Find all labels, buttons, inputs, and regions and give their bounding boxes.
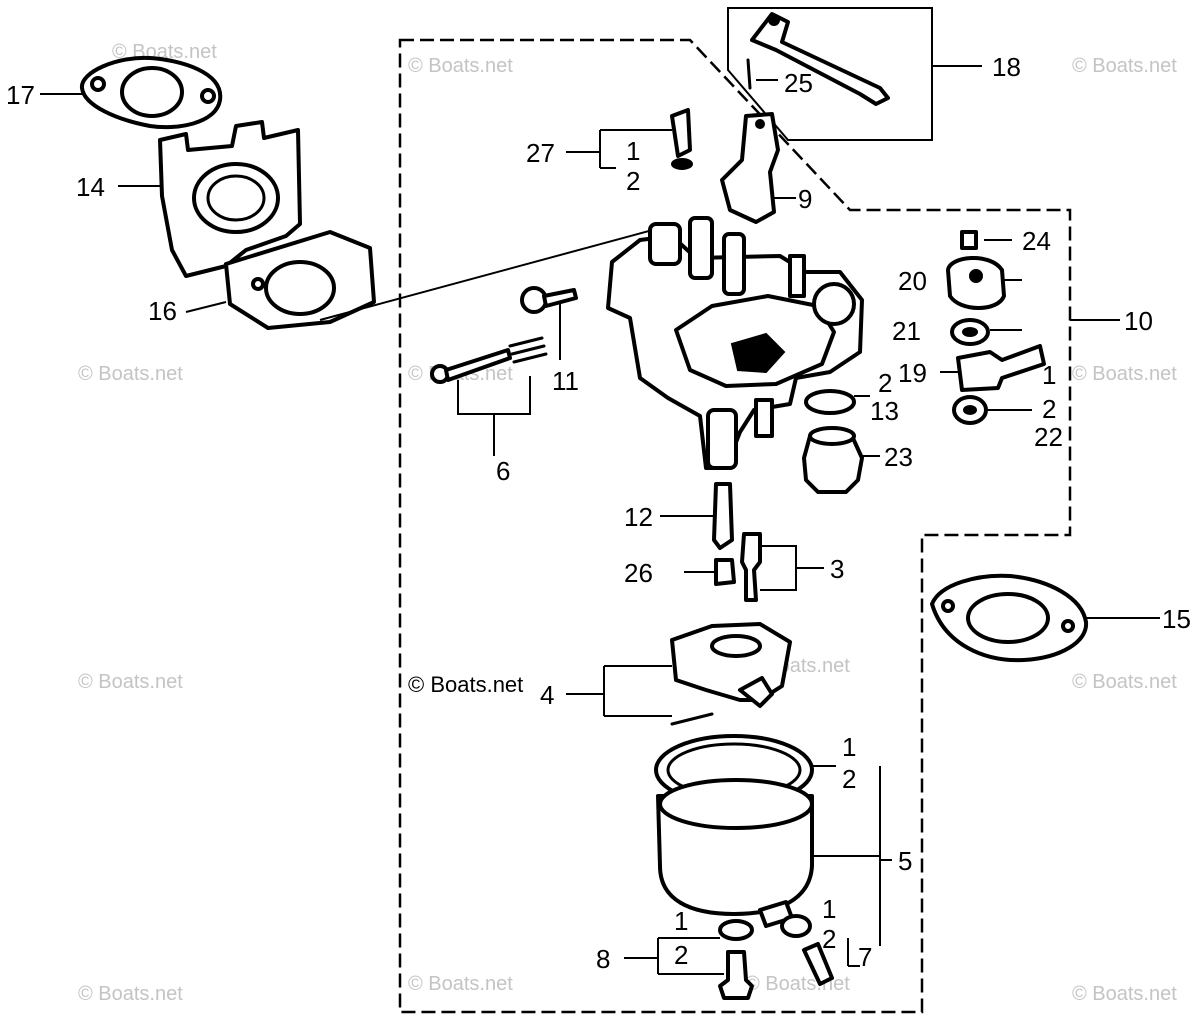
seal-22 [952,395,988,425]
callout-1: 1 [842,732,856,762]
lever-19 [956,344,1046,392]
gasket-17 [80,55,223,130]
callout-6: 6 [496,456,510,486]
callout-2: 2 [878,368,892,398]
callout-18: 18 [992,52,1021,82]
leader-16-body [319,227,661,321]
callout-26: 26 [624,558,653,588]
leader-lines [40,65,1160,975]
callout-23: 23 [884,442,913,472]
bowl-screw-7 [780,914,834,986]
watermark-text-dark: © Boats.net [408,672,523,697]
callout-1: 1 [1042,360,1056,390]
callout-2: 2 [822,924,836,954]
insulator-14 [158,120,302,278]
gasket-15 [930,573,1089,663]
callout-14: 14 [76,172,105,202]
callout-16: 16 [148,296,177,326]
part-23 [802,426,864,494]
watermark-text: © Boats.net [1072,363,1177,385]
callout-17: 17 [6,80,35,110]
watermark-text: © Boats.net [408,973,513,995]
callout-27: 27 [526,138,555,168]
callout-13: 13 [870,396,899,426]
callout-22: 22 [1034,422,1063,452]
float-needle-3 [740,532,762,602]
callout-20: 20 [898,266,927,296]
watermark-text: © Boats.net [1072,983,1177,1005]
watermark-text: © Boats.net [408,55,513,77]
callout-2: 2 [674,940,688,970]
callout-24: 24 [1022,226,1051,256]
screw-27 [670,108,693,170]
callout-1: 1 [822,894,836,924]
callout-2: 2 [1042,394,1056,424]
watermark-text: © Boats.net [78,671,183,693]
assembly-boundary [398,38,1072,1014]
choke-lever [746,12,890,106]
part-26 [714,558,736,586]
choke-lever-box [727,7,933,141]
callout-7: 7 [858,942,872,972]
float-bowl-5 [654,734,814,928]
watermark-text: © Boats.net [78,363,183,385]
throttle-stop-screw-6 [430,336,548,384]
callout-4: 4 [540,680,554,710]
callout-8: 8 [596,944,610,974]
watermark-text: © Boats.net [1072,671,1177,693]
float-pin [670,712,714,726]
callout-2: 2 [842,764,856,794]
callout-15: 15 [1162,604,1191,634]
float-4 [670,622,792,708]
watermark-text: © Boats.net [745,973,850,995]
drain-screw-8 [718,919,754,1000]
cap-20 [946,255,1006,310]
callout-11: 11 [552,366,579,396]
choke-valve-9 [720,112,780,224]
callout-5: 5 [898,846,912,876]
callout-1: 1 [626,136,640,166]
callout-2: 2 [626,166,640,196]
watermark-layer: © Boats.net © Boats.net © Boats.net © Bo… [78,41,1177,1005]
callout-10: 10 [1124,306,1153,336]
watermark-text: © Boats.net [1072,55,1177,77]
o-ring-13 [804,389,856,415]
callout-1: 1 [674,906,688,936]
washer-21 [950,318,990,346]
watermark-text: © Boats.net [78,983,183,1005]
gasket-16 [224,230,376,330]
screw-24 [960,230,978,250]
callout-labels: 17 14 16 18 25 27 1 2 9 24 20 21 19 1 2 … [6,52,1191,974]
carburetor-body [606,216,864,470]
screw-11 [520,286,578,314]
callout-25: 25 [784,68,813,98]
callout-21: 21 [892,316,921,346]
main-jet-12 [712,482,734,550]
callout-12: 12 [624,502,653,532]
callout-3: 3 [830,554,844,584]
callout-19: 19 [898,358,927,388]
callout-9: 9 [798,184,812,214]
